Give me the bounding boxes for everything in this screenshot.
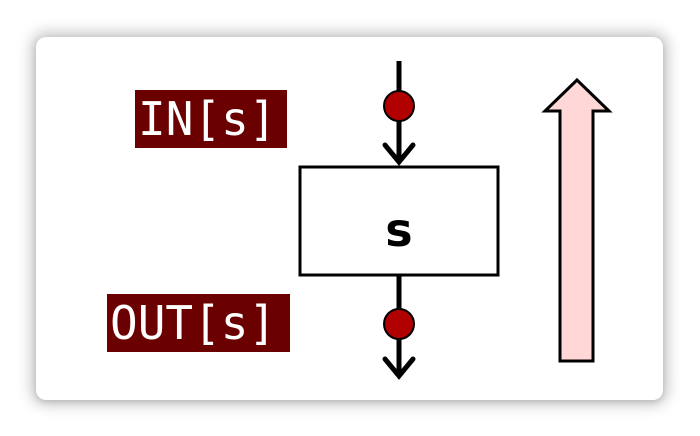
block-label: s [385, 203, 412, 257]
out-label: OUT[s] [107, 294, 290, 352]
out-point-dot [383, 308, 415, 340]
flow-direction-arrow [541, 77, 613, 363]
in-label: IN[s] [135, 90, 287, 148]
outgoing-arrowhead [382, 356, 416, 380]
incoming-arrowhead [382, 142, 416, 166]
block-s [298, 165, 500, 277]
in-point-dot [383, 90, 415, 122]
